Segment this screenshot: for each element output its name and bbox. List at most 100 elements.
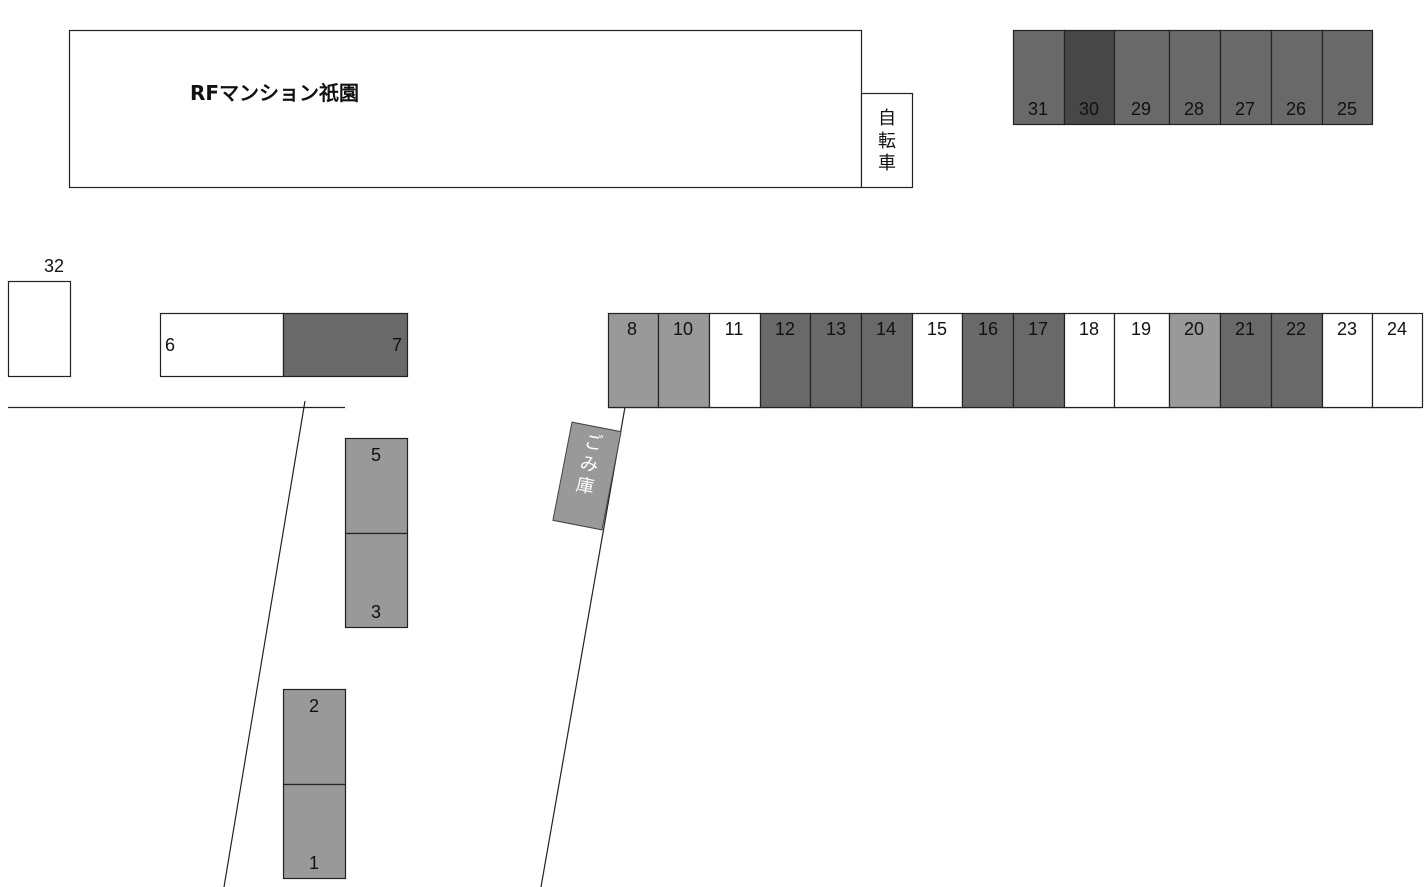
parking-space-number: 6 xyxy=(165,335,175,355)
parking-space-number: 21 xyxy=(1235,319,1255,339)
parking-space-22[interactable]: 22 xyxy=(1270,312,1324,409)
parking-space-box[interactable] xyxy=(7,280,72,378)
parking-space-number: 25 xyxy=(1337,99,1357,119)
parking-space-number: 18 xyxy=(1079,319,1099,339)
parking-space-19[interactable]: 19 xyxy=(1113,312,1171,409)
parking-space-number: 31 xyxy=(1028,99,1048,119)
parking-space-box[interactable] xyxy=(607,312,660,409)
parking-space-30[interactable]: 30 xyxy=(1063,29,1116,126)
parking-space-3[interactable]: 3 xyxy=(344,532,409,629)
parking-space-number: 5 xyxy=(371,445,381,465)
parking-space-number: 2 xyxy=(309,696,319,716)
parking-space-number: 1 xyxy=(309,853,319,873)
parking-space-box[interactable] xyxy=(1270,29,1324,126)
parking-space-box[interactable] xyxy=(911,312,964,409)
parking-space-box[interactable] xyxy=(282,783,347,880)
parking-space-number: 29 xyxy=(1131,99,1151,119)
parking-space-box[interactable] xyxy=(282,312,409,378)
bicycle-parking: 自 転 車 xyxy=(860,92,914,189)
parking-space-box[interactable] xyxy=(1371,312,1424,409)
parking-space-box[interactable] xyxy=(1219,29,1273,126)
parking-space-number: 30 xyxy=(1079,99,1099,119)
parking-space-box[interactable] xyxy=(809,312,863,409)
parking-space-number: 3 xyxy=(371,602,381,622)
parking-space-number: 16 xyxy=(978,319,998,339)
garbage-shed: ご み 庫 xyxy=(552,421,622,531)
parking-space-number: 11 xyxy=(725,319,744,339)
parking-space-box[interactable] xyxy=(344,532,409,629)
garbage-label-3: 庫 xyxy=(574,474,596,498)
parking-space-number: 12 xyxy=(775,319,795,339)
parking-space-16[interactable]: 16 xyxy=(961,312,1015,409)
garbage-label-2: み xyxy=(578,453,600,477)
parking-space-number: 23 xyxy=(1337,319,1357,339)
parking-space-6[interactable]: 6 xyxy=(159,312,285,378)
parking-space-31[interactable]: 31 xyxy=(1012,29,1066,126)
parking-space-box[interactable] xyxy=(1063,29,1116,126)
parking-space-25[interactable]: 25 xyxy=(1321,29,1374,126)
parking-space-box[interactable] xyxy=(1012,29,1066,126)
parking-space-box[interactable] xyxy=(1113,29,1171,126)
boundary-line xyxy=(540,406,626,887)
parking-space-8[interactable]: 8 xyxy=(607,312,660,409)
parking-space-28[interactable]: 28 xyxy=(1168,29,1222,126)
parking-space-26[interactable]: 26 xyxy=(1270,29,1324,126)
boundary-line xyxy=(223,400,306,887)
parking-space-box[interactable] xyxy=(708,312,762,409)
parking-space-21[interactable]: 21 xyxy=(1219,312,1273,409)
parking-space-10[interactable]: 10 xyxy=(657,312,711,409)
parking-space-box[interactable] xyxy=(1270,312,1324,409)
parking-space-18[interactable]: 18 xyxy=(1063,312,1116,409)
parking-space-number: 22 xyxy=(1286,319,1306,339)
parking-space-number: 19 xyxy=(1131,319,1151,339)
parking-space-box[interactable] xyxy=(860,312,914,409)
parking-space-23[interactable]: 23 xyxy=(1321,312,1374,409)
parking-space-27[interactable]: 27 xyxy=(1219,29,1273,126)
parking-space-number: 13 xyxy=(826,319,846,339)
parking-space-box[interactable] xyxy=(1063,312,1116,409)
parking-space-12[interactable]: 12 xyxy=(759,312,812,409)
parking-space-box[interactable] xyxy=(1113,312,1171,409)
parking-space-14[interactable]: 14 xyxy=(860,312,914,409)
parking-space-24[interactable]: 24 xyxy=(1371,312,1424,409)
parking-space-box[interactable] xyxy=(159,312,285,378)
parking-space-box[interactable] xyxy=(1321,312,1374,409)
parking-space-29[interactable]: 29 xyxy=(1113,29,1171,126)
parking-space-box[interactable] xyxy=(282,688,347,786)
parking-space-number: 15 xyxy=(927,319,947,339)
parking-space-5[interactable]: 5 xyxy=(344,437,409,535)
parking-space-13[interactable]: 13 xyxy=(809,312,863,409)
parking-space-15[interactable]: 15 xyxy=(911,312,964,409)
bicycle-label-3: 車 xyxy=(878,153,896,174)
parking-space-17[interactable]: 17 xyxy=(1012,312,1066,409)
building-name: RFマンション祇園 xyxy=(190,81,359,105)
parking-space-2[interactable]: 2 xyxy=(282,688,347,786)
parking-space-number: 14 xyxy=(876,319,896,339)
parking-space-number: 17 xyxy=(1028,319,1048,339)
parking-space-7[interactable]: 7 xyxy=(282,312,409,378)
parking-space-number: 26 xyxy=(1286,99,1306,119)
parking-space-box[interactable] xyxy=(1168,29,1222,126)
parking-space-box[interactable] xyxy=(657,312,711,409)
parking-space-box[interactable] xyxy=(1219,312,1273,409)
parking-space-box[interactable] xyxy=(759,312,812,409)
parking-space-number: 32 xyxy=(44,256,64,276)
parking-space-number: 24 xyxy=(1387,319,1407,339)
bicycle-label-2: 転 xyxy=(878,131,896,152)
parking-space-11[interactable]: 11 xyxy=(708,312,762,409)
parking-space-32[interactable]: 32 xyxy=(7,256,72,378)
parking-space-number: 8 xyxy=(627,319,637,339)
parking-space-number: 20 xyxy=(1184,319,1204,339)
building: RFマンション祇園 xyxy=(68,29,863,189)
parking-space-number: 28 xyxy=(1184,99,1204,119)
parking-space-box[interactable] xyxy=(1321,29,1374,126)
parking-space-20[interactable]: 20 xyxy=(1168,312,1222,409)
parking-space-number: 27 xyxy=(1235,99,1255,119)
parking-space-box[interactable] xyxy=(961,312,1015,409)
parking-space-box[interactable] xyxy=(1168,312,1222,409)
parking-space-1[interactable]: 1 xyxy=(282,783,347,880)
parking-space-number: 10 xyxy=(673,319,693,339)
parking-space-number: 7 xyxy=(392,335,402,355)
